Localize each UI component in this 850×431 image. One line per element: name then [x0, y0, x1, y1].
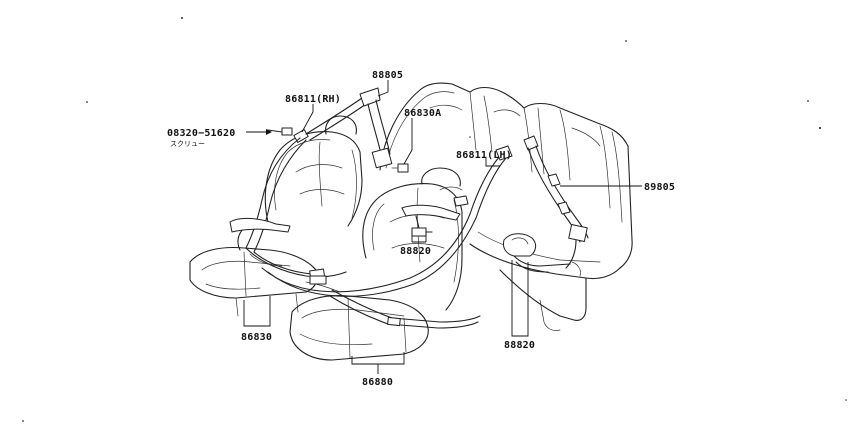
callout-88820-mid: 88820: [400, 246, 431, 257]
callout-labels: 88805 86811(RH) 86830A 08320−51620 スクリュー…: [167, 70, 675, 388]
callout-screw-subtitle: スクリュー: [170, 140, 205, 148]
callout-86811-lh: 86811(LH): [456, 150, 512, 161]
callout-88820-right: 88820: [504, 340, 535, 351]
leader-lines: [243, 80, 642, 374]
callout-86830: 86830: [241, 332, 272, 343]
callout-screw-part: 08320−51620: [167, 128, 235, 139]
callout-86811-rh: 86811(RH): [285, 94, 341, 105]
seat-belt-assemblies: [229, 87, 589, 329]
callout-86880: 86880: [362, 377, 393, 388]
front-left-seat: [289, 167, 463, 361]
scan-specks: [22, 17, 847, 422]
callout-88805-top: 88805: [372, 70, 403, 81]
callout-89805-right: 89805: [644, 182, 675, 193]
front-right-seat: [189, 115, 363, 317]
callout-86830a: 86830A: [404, 108, 441, 119]
